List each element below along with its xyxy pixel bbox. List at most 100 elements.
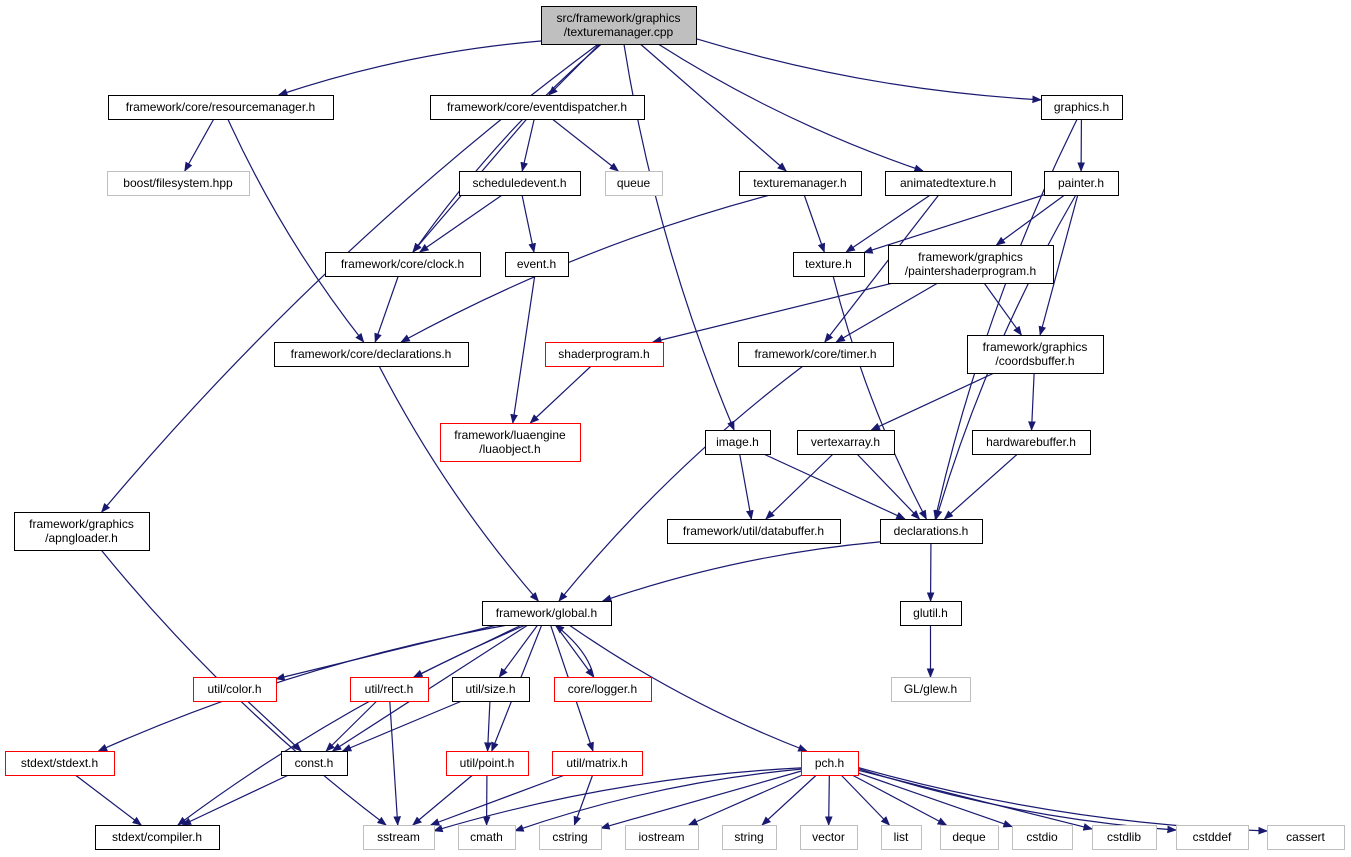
node-color[interactable]: util/color.h [193,677,277,702]
node-cstdio: cstdio [1012,825,1073,850]
node-box-sstream [363,825,435,850]
edge-root-to-texturemanager_h [639,43,787,172]
edge-root-to-graphics_h [695,38,1042,104]
node-declarations_h[interactable]: declarations.h [880,519,983,544]
node-hardwarebuffer[interactable]: hardwarebuffer.h [972,430,1091,455]
node-box-deque [940,825,999,850]
node-label-boost_fs-0: boost/filesystem.hpp [123,176,233,190]
node-label-cstdlib-0: cstdlib [1107,830,1141,844]
edge-scheduledevent-to-clock [419,194,503,253]
edge-animatedtexture-to-texture [845,194,931,253]
node-texture[interactable]: texture.h [793,252,865,277]
node-label-cstdio-0: cstdio [1026,830,1058,844]
edge-matrix-to-sstream [429,774,566,826]
node-box-apngloader [14,512,150,551]
node-coordsbuffer[interactable]: framework/graphics/coordsbuffer.h [967,335,1104,374]
node-vertexarray[interactable]: vertexarray.h [797,430,895,455]
node-label-pch-0: pch.h [815,756,844,770]
node-global[interactable]: framework/global.h [482,601,612,626]
edge-global-to-logger [554,624,595,678]
node-compiler[interactable]: stdext/compiler.h [95,825,220,850]
node-label-graphics_h-0: graphics.h [1054,100,1109,114]
node-box-boost_fs [107,171,250,196]
node-pch[interactable]: pch.h [801,751,859,776]
node-label-glutil-0: glutil.h [913,606,948,620]
node-const[interactable]: const.h [281,751,348,776]
node-label-declarations_core-0: framework/core/declarations.h [291,347,452,361]
node-image[interactable]: image.h [705,430,771,455]
node-scheduledevent[interactable]: scheduledevent.h [459,171,581,196]
node-cstddef: cstddef [1176,825,1249,850]
node-cmath: cmath [458,825,516,850]
node-box-animatedtexture [885,171,1012,196]
node-box-color [193,677,277,702]
node-glew: GL/glew.h [891,677,971,702]
node-box-timer [738,342,894,367]
edge-image-to-databuffer [739,453,754,520]
edge-vertexarray-to-declarations_h [856,453,921,520]
node-shaderprogram[interactable]: shaderprogram.h [545,342,664,367]
node-label-texture-0: texture.h [805,257,852,271]
node-animatedtexture[interactable]: animatedtexture.h [885,171,1012,196]
edge-pch-to-string [761,774,817,826]
node-box-rect [350,677,429,702]
node-declarations_core[interactable]: framework/core/declarations.h [274,342,469,367]
node-label-hardwarebuffer-0: hardwarebuffer.h [986,435,1076,449]
edge-paintershader-to-coordsbuffer [983,282,1022,336]
node-box-cstdio [1012,825,1073,850]
edge-pch-to-cstring [600,770,802,830]
node-texturemanager_h[interactable]: texturemanager.h [739,171,862,196]
node-size[interactable]: util/size.h [452,677,530,702]
node-label-event-0: event.h [517,257,556,271]
node-logger[interactable]: core/logger.h [554,677,652,702]
edge-color-to-const [246,700,302,752]
node-matrix[interactable]: util/matrix.h [552,751,643,776]
node-resourcemanager[interactable]: framework/core/resourcemanager.h [108,95,334,120]
edge-stdext-to-compiler [74,774,142,826]
node-label-declarations_h-0: declarations.h [894,524,969,538]
node-stdext[interactable]: stdext/stdext.h [5,751,115,776]
edge-timer-to-global [558,365,804,602]
node-graphics_h[interactable]: graphics.h [1041,95,1123,120]
node-eventdispatcher[interactable]: framework/core/eventdispatcher.h [430,95,645,120]
node-box-resourcemanager [108,95,334,120]
node-box-compiler [95,825,220,850]
node-box-pch [801,751,859,776]
node-clock[interactable]: framework/core/clock.h [325,252,481,277]
node-apngloader[interactable]: framework/graphics/apngloader.h [14,512,150,551]
node-label-luaobject-0: framework/luaengine [454,428,566,442]
node-point[interactable]: util/point.h [446,751,529,776]
node-luaobject[interactable]: framework/luaengine/luaobject.h [440,423,581,462]
edge-clock-to-declarations_core [374,275,399,343]
edge-texture-to-declarations_h [832,275,927,520]
node-box-scheduledevent [459,171,581,196]
node-label-sstream-0: sstream [377,830,420,844]
edge-paintershader-to-timer [835,282,939,343]
node-vector: vector [800,825,858,850]
node-glutil[interactable]: glutil.h [900,601,962,626]
edge-coordsbuffer-to-hardwarebuffer [1028,372,1036,431]
node-rect[interactable]: util/rect.h [350,677,429,702]
node-deque: deque [940,825,999,850]
edge-point-to-sstream [412,774,474,826]
edge-global-to-stdext [97,624,508,752]
node-timer[interactable]: framework/core/timer.h [738,342,894,367]
node-paintershader[interactable]: framework/graphics/paintershaderprogram.… [888,245,1054,284]
node-label-clock-0: framework/core/clock.h [341,257,464,271]
node-event[interactable]: event.h [505,252,569,277]
node-root[interactable]: src/framework/graphics/texturemanager.cp… [541,6,697,45]
edge-shaderprogram-to-luaobject [529,365,592,424]
node-list: list [881,825,922,850]
edge-texturemanager_h-to-texture [803,194,826,253]
node-label-list-0: list [894,830,909,844]
node-box-cstring [539,825,602,850]
node-painter[interactable]: painter.h [1044,171,1119,196]
node-label-deque-0: deque [952,830,986,844]
edge-resourcemanager-to-declarations_core [227,118,365,343]
node-label-databuffer-0: framework/util/databuffer.h [683,524,824,538]
node-box-databuffer [667,519,841,544]
node-label-resourcemanager-0: framework/core/resourcemanager.h [126,100,315,114]
edge-global-to-size [498,624,539,678]
node-databuffer[interactable]: framework/util/databuffer.h [667,519,841,544]
node-box-texture [793,252,865,277]
